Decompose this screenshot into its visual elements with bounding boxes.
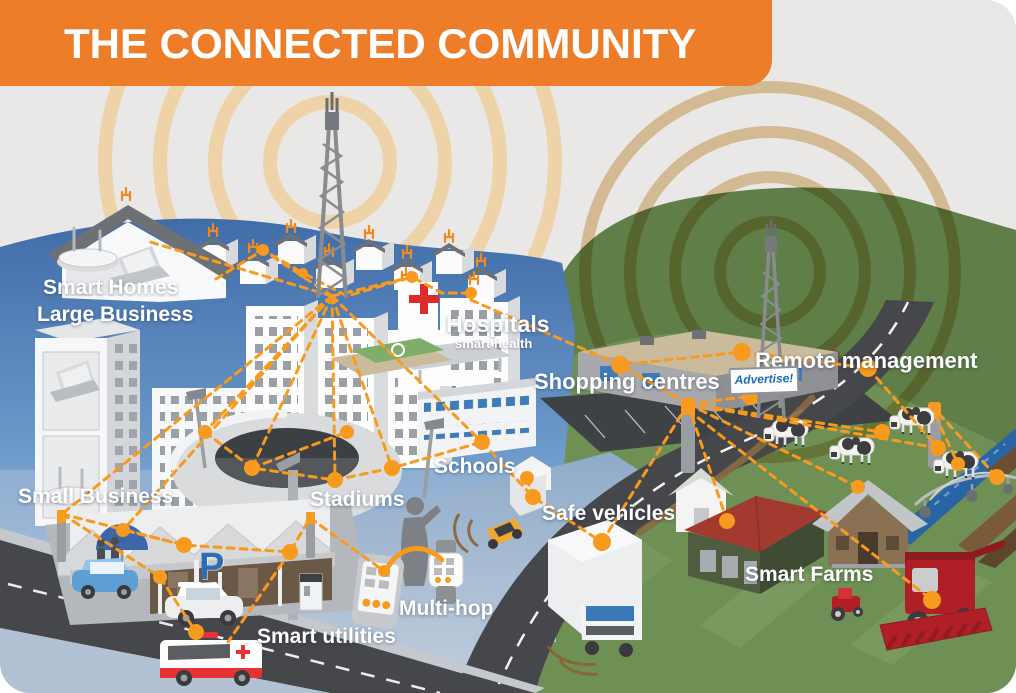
- label-schools: Schools: [434, 455, 516, 478]
- tractor-icon: [831, 588, 863, 621]
- smartwatch-icon: [428, 540, 464, 604]
- label-hospitals: Hospitals: [446, 311, 550, 337]
- connection-network: [60, 240, 1005, 644]
- smart-home: [48, 186, 236, 302]
- vending-machine-icon: [299, 573, 323, 611]
- laptop-icon: [110, 246, 170, 288]
- page-title: THE CONNECTED COMMUNITY: [64, 20, 697, 67]
- label-smart-homes: Smart Homes: [43, 276, 179, 299]
- label-small-business: Small Business: [18, 485, 174, 508]
- label-large-business: Large Business: [37, 303, 194, 326]
- label-smart-health: smart health: [455, 336, 533, 351]
- label-smart-farms: Smart Farms: [745, 563, 874, 586]
- billboard-sign: Advertise!: [728, 365, 800, 396]
- taxi-icon: [453, 513, 524, 554]
- irrigation-pivot-icon: [913, 471, 1016, 518]
- label-safe-vehicles: Safe vehicles: [542, 502, 676, 525]
- laptop-icon: [50, 360, 100, 402]
- farm: [668, 405, 1016, 651]
- parking-sign: P: [199, 546, 225, 588]
- label-smart-utilities: Smart utilities: [257, 625, 396, 648]
- car-icon: [72, 558, 138, 599]
- ambulance-icon: [160, 632, 262, 686]
- combine-harvester-icon: [879, 540, 1006, 651]
- farmhouse-icon: [812, 480, 928, 568]
- title-banner: THE CONNECTED COMMUNITY: [0, 0, 772, 86]
- label-shopping-centres: Shopping centres: [534, 369, 720, 394]
- wifi-router-icon: [44, 466, 98, 506]
- person-icon: [401, 497, 441, 586]
- smartphone-icon: [351, 553, 405, 629]
- label-stadiums: Stadiums: [310, 488, 405, 511]
- barn-icon: [684, 495, 828, 594]
- multi-hop-devices: [351, 497, 464, 629]
- radio-tower-icon: [316, 92, 348, 299]
- wifi-router-icon: [57, 226, 119, 272]
- hospital-cross-icon: [409, 284, 439, 314]
- label-multi-hop: Multi-hop: [399, 597, 494, 620]
